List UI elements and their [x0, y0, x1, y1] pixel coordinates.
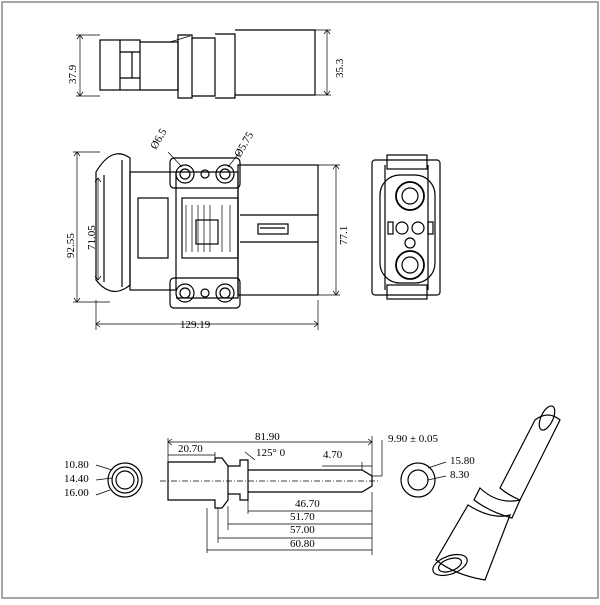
left-dia-1: 10.80 [64, 459, 89, 471]
dim-9-90-label: 9.90 ± 0.05 [388, 433, 439, 445]
hole-6-5-label: Ø6.5 [148, 126, 169, 151]
dim-71-05-label: 71.05 [86, 225, 98, 250]
dim-77-1-label: 77.1 [338, 226, 350, 245]
dim-81-90-label: 81.90 [255, 431, 280, 443]
dim-20-70-label: 20.70 [178, 443, 203, 455]
dim-92-55-label: 92.55 [65, 233, 77, 258]
dim-129-19-label: 129.19 [180, 319, 211, 331]
hole-5-75-label: Ø5.75 [232, 130, 256, 160]
end-view [371, 154, 441, 300]
front-view: Ø6.5 Ø5.75 92.55 71.05 77.1 129.19 [65, 126, 350, 331]
angle-label: 125° 0 [256, 447, 286, 459]
top-view: 37.9 35.3 [67, 29, 346, 99]
dim-46-70-label: 46.70 [295, 498, 320, 510]
left-dia-2: 14.40 [64, 473, 89, 485]
dim-57-00-label: 57.00 [290, 524, 315, 536]
dim-4-70-label: 4.70 [323, 449, 343, 461]
left-dia-3: 16.00 [64, 487, 89, 499]
right-dia-2: 8.30 [450, 469, 470, 481]
dim-37-9-label: 37.9 [67, 64, 79, 84]
right-dia-1: 15.80 [450, 455, 475, 467]
dim-51-70-label: 51.70 [290, 511, 315, 523]
dim-35-3-label: 35.3 [334, 58, 346, 78]
dim-60-80-label: 60.80 [290, 538, 315, 550]
contact-pin: 10.80 14.40 16.00 81.90 20.70 125° 0 4.7… [64, 405, 561, 581]
pin-isometric [432, 405, 561, 581]
